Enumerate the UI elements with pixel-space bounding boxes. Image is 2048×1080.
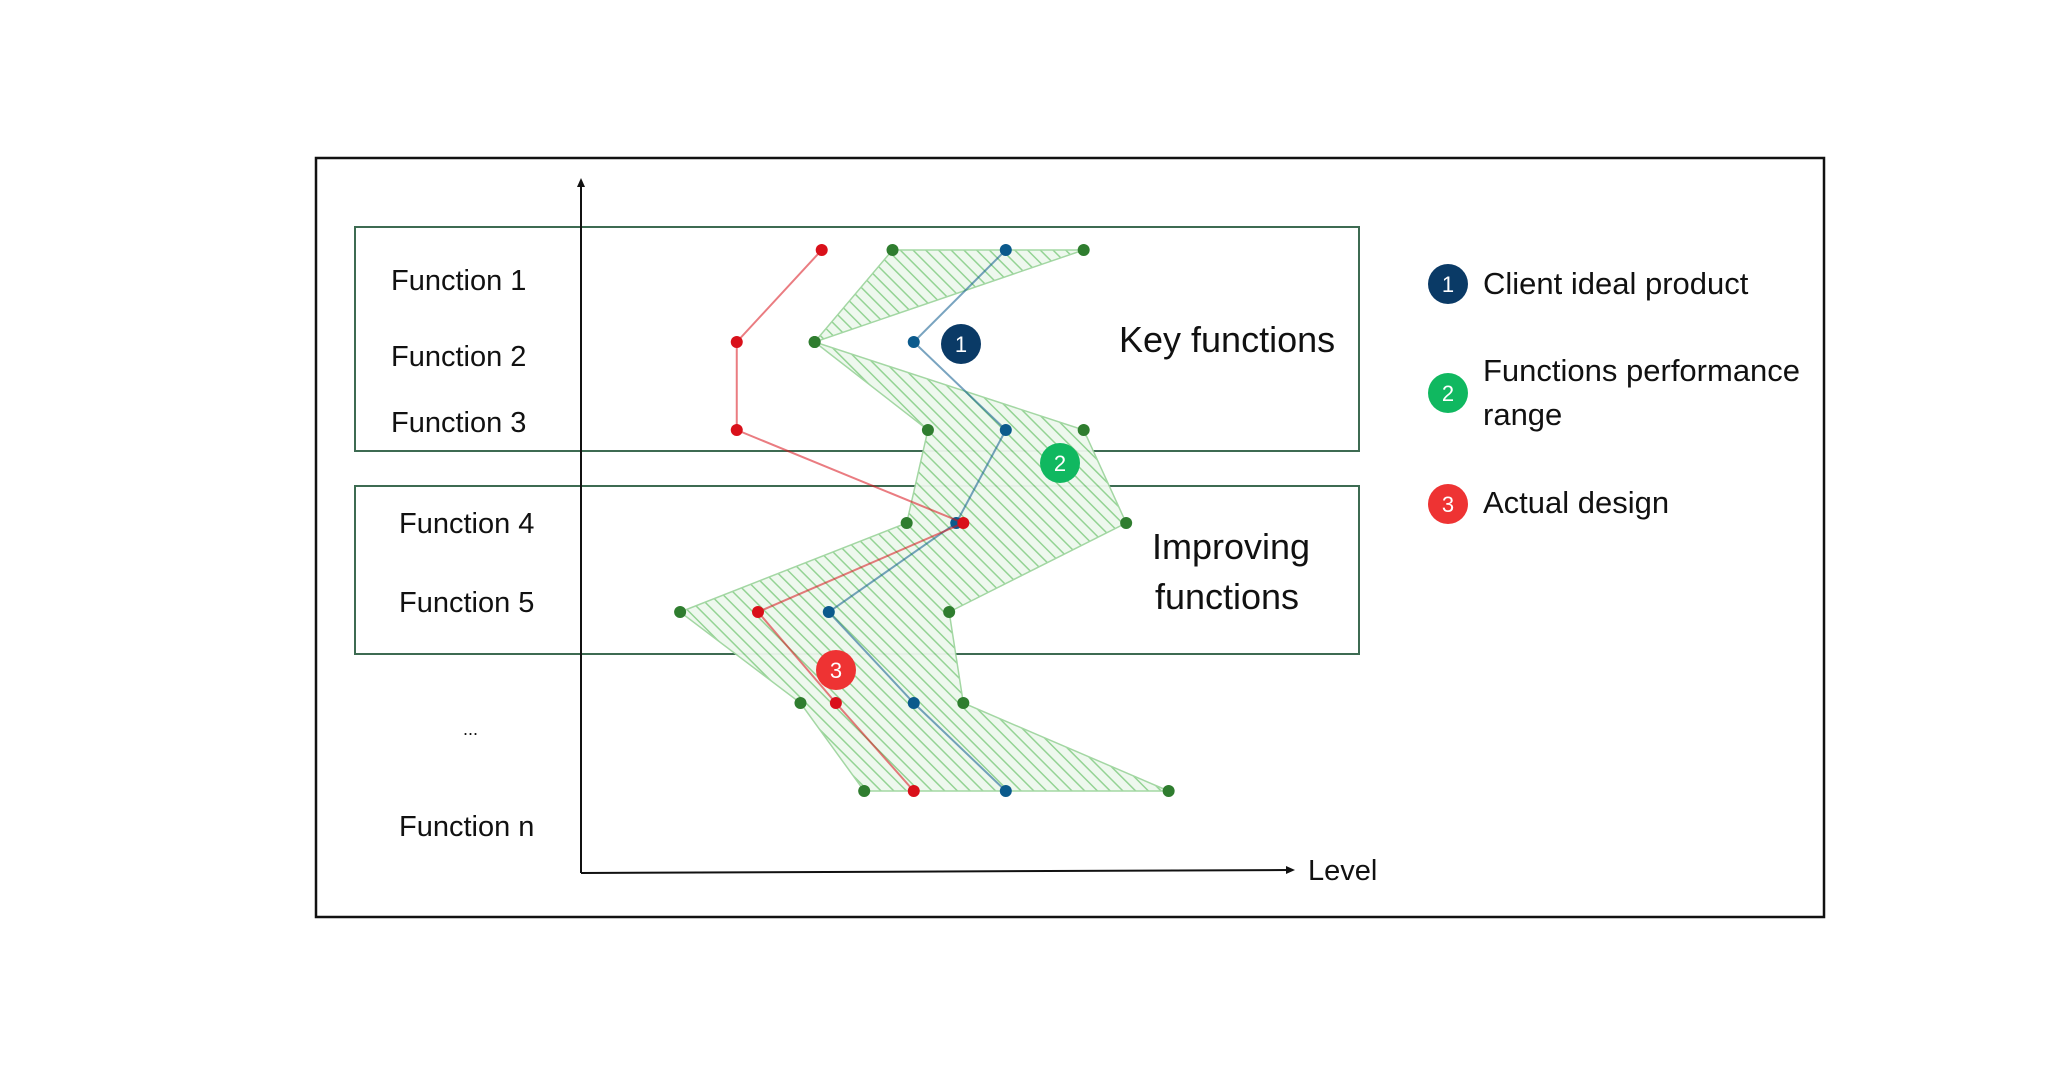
range-min-point-3 [921,424,934,436]
performance-range-points [674,244,1175,797]
actual-point-3 [730,424,743,436]
actual-point-6 [829,697,842,709]
range-min-point-5 [674,606,687,618]
range-max-point-5 [943,606,956,618]
outer-frame [314,156,1826,919]
badge-performance-range: 2 [1040,443,1080,483]
key-functions-box [354,226,1360,452]
actual-point-5 [752,606,764,618]
ideal-point-3 [999,424,1012,436]
legend-item-actual-design: 3 Actual design [1428,484,1669,524]
actual-point-2 [730,336,743,348]
svg-text:Actual design: Actual design [1483,485,1669,520]
function-label-n: Function n [399,811,534,843]
legend-item-ideal-product: 1 Client ideal product [1428,264,1749,304]
range-max-point-7 [1162,785,1175,797]
legend-item-performance-range: 2 Functions performance range [1428,353,1800,432]
svg-text:1: 1 [1442,272,1454,297]
range-min-point-1 [886,244,899,256]
function-label-4: Function 4 [399,508,534,540]
x-axis [580,869,1290,874]
svg-text:range: range [1483,397,1562,432]
function-label-2: Function 2 [391,341,526,373]
badge-actual-design: 3 [816,650,856,690]
legend: 1 Client ideal product 2 Functions perfo… [1428,264,1800,524]
improving-functions-label-line2: functions [1155,576,1299,617]
key-functions-label: Key functions [1119,319,1335,360]
function-label-3: Function 3 [391,407,526,439]
ideal-point-6 [907,697,920,709]
function-label-1: Function 1 [391,265,526,297]
range-max-point-2 [808,336,821,348]
range-max-point-4 [1120,517,1133,529]
x-axis-label: Level [1308,855,1377,887]
ideal-point-7 [999,785,1012,797]
actual-point-7 [907,785,920,797]
svg-text:1: 1 [955,332,967,357]
range-min-point-4 [900,517,913,529]
svg-text:3: 3 [1442,492,1454,517]
range-max-point-1 [1077,244,1090,256]
svg-text:Functions performance: Functions performance [1483,353,1800,388]
x-axis-arrow [1286,866,1295,874]
improving-functions-label-line1: Improving [1152,526,1310,567]
range-min-point-7 [858,785,871,797]
svg-text:2: 2 [1054,451,1066,476]
function-label-ellipsis: ... [463,719,478,739]
ideal-point-5 [822,606,835,618]
svg-text:3: 3 [830,658,842,683]
range-max-point-6 [957,697,970,709]
actual-point-4 [957,517,970,529]
y-axis-arrow [577,178,585,187]
svg-text:2: 2 [1442,381,1454,406]
function-label-5: Function 5 [399,587,534,619]
range-max-point-3 [1077,424,1090,436]
range-min-point-6 [794,697,807,709]
svg-text:Client ideal product: Client ideal product [1483,266,1749,301]
ideal-point-2 [907,336,920,348]
actual-design-points [730,244,970,797]
actual-point-1 [815,244,828,256]
ideal-point-1 [999,244,1012,256]
badge-ideal-product: 1 [941,324,981,364]
